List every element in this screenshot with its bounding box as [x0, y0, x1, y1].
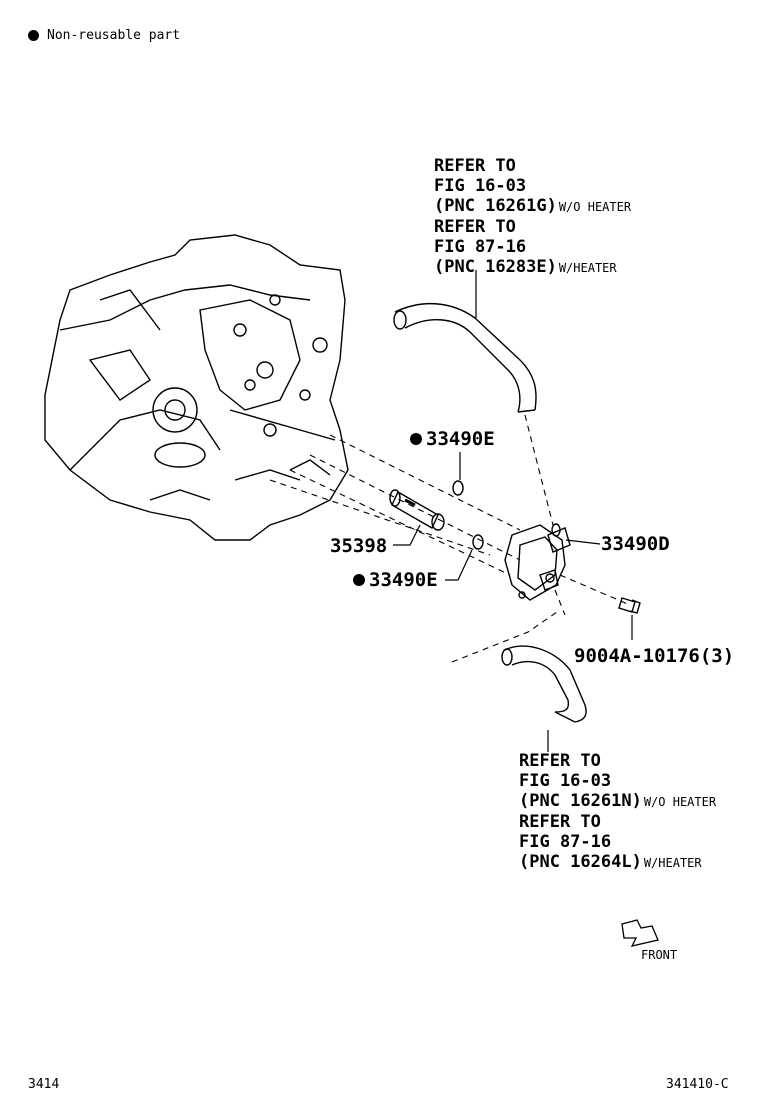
part-label-35398[interactable]: 35398 [330, 535, 388, 557]
ref-line: (PNC 16261G)W/O HEATER [434, 196, 632, 216]
figure-number: 3414 [28, 1077, 60, 1092]
ref-line: REFER TO [434, 217, 516, 237]
pipe-35398 [389, 489, 445, 531]
ref-line: FIG 87-16 [519, 832, 612, 852]
ref-line: REFER TO [434, 156, 516, 176]
label-leaders [393, 270, 633, 752]
part-label-33490d[interactable]: 33490D [601, 533, 670, 555]
ref-line: REFER TO [519, 751, 601, 771]
part-label-33490e-bottom[interactable]: 33490E [353, 569, 438, 591]
bolt [618, 597, 641, 614]
part-label-33490e-top[interactable]: 33490E [410, 428, 495, 450]
dashed-leader-lines [269, 414, 631, 663]
upper-hose [393, 303, 537, 413]
ref-line: FIG 16-03 [519, 771, 612, 791]
o-ring-upper [452, 480, 464, 496]
legend-text: Non-reusable part [47, 28, 181, 43]
ref-line: FIG 87-16 [434, 237, 527, 257]
ref-note: W/HEATER [643, 856, 702, 870]
illustration-code: 341410-C [666, 1077, 729, 1092]
ref-line: (PNC 16261N)W/O HEATER [519, 791, 717, 811]
lower-hose [501, 645, 587, 723]
legend: Non-reusable part [28, 28, 180, 43]
part-label-9004a[interactable]: 9004A-10176(3) [574, 645, 735, 667]
ref-line: (PNC 16283E)W/HEATER [434, 257, 617, 277]
ref-note: W/O HEATER [643, 795, 717, 809]
ref-line: (PNC 16264L)W/HEATER [519, 852, 702, 872]
ref-line: FIG 16-03 [434, 176, 527, 196]
front-arrow-icon [621, 919, 659, 947]
ref-note: W/HEATER [558, 261, 617, 275]
non-reusable-dot-icon [28, 30, 39, 41]
upper-reference-block: REFER TO FIG 16-03 (PNC 16261G)W/O HEATE… [434, 156, 631, 278]
non-reusable-dot-icon [353, 574, 365, 586]
front-label: FRONT [641, 948, 678, 962]
lower-reference-block: REFER TO FIG 16-03 (PNC 16261N)W/O HEATE… [519, 751, 716, 873]
ref-note: W/O HEATER [558, 200, 632, 214]
transaxle-assembly [44, 234, 349, 541]
o-ring-lower [472, 534, 484, 550]
ref-line: REFER TO [519, 812, 601, 832]
oil-cooler-body [504, 523, 571, 601]
non-reusable-dot-icon [410, 433, 422, 445]
